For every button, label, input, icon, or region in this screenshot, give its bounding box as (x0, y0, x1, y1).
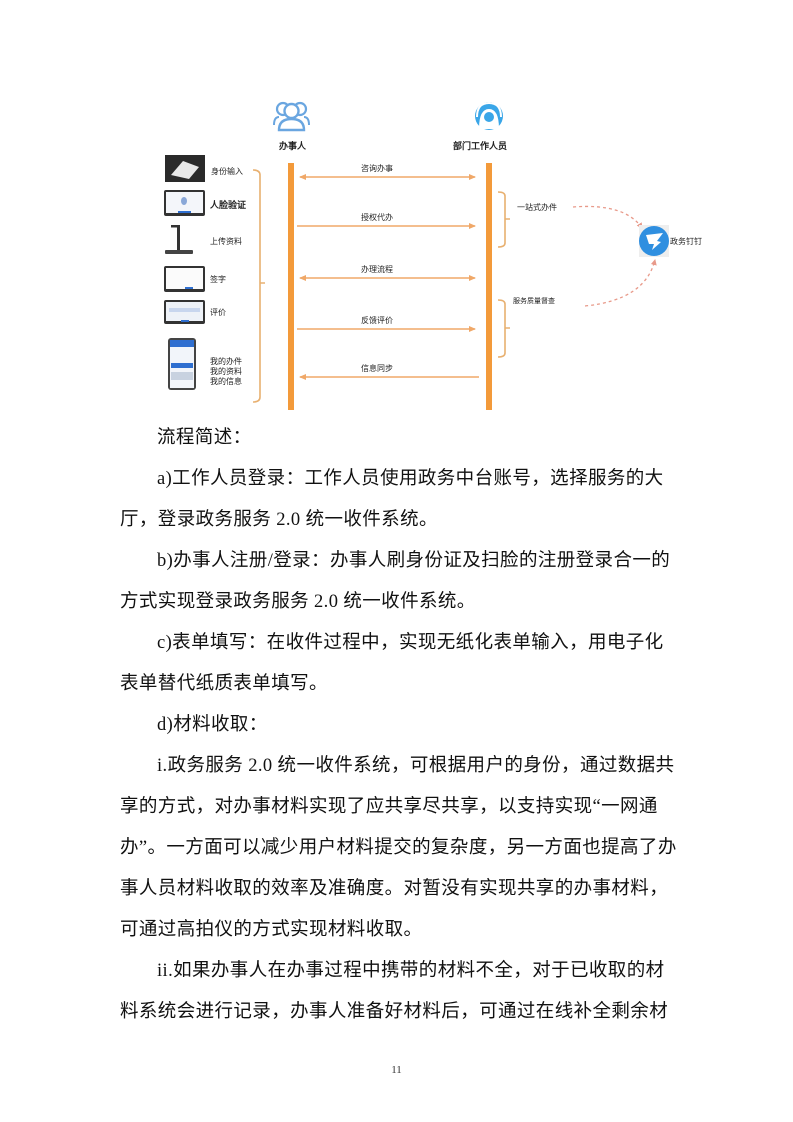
bracket-quality (497, 299, 510, 358)
lifeline-left (288, 163, 294, 410)
paragraph-d-ii: ii.如果办事人在办事过程中携带的材料不全，对于已收取的材料系统会进行记录，办事… (120, 961, 669, 1022)
paragraph-b: b)办事人注册/登录：办事人刷身份证及扫脸的注册登录合一的方式实现登录政务服务 … (120, 551, 671, 612)
process-diagram: 办事人 部门工作人员 身份输入 人脸验证 上传资料 签字 评价 我的办件 我的资… (155, 95, 730, 415)
page-number: 11 (391, 1064, 402, 1076)
document-body: 流程简述： a)工作人员登录：工作人员使用政务中台账号，选择服务的大厅，登录政务… (120, 418, 680, 1033)
device-label-id: 身份输入 (211, 167, 243, 176)
message-consult: 咨询办事 (361, 164, 393, 173)
document-camera-icon (165, 225, 193, 254)
message-authorize: 授权代办 (361, 213, 393, 222)
device-label-face: 人脸验证 (210, 201, 247, 211)
person-group-icon (273, 101, 310, 132)
diagram-graphics (164, 101, 669, 410)
message-feedback: 反馈评价 (361, 316, 393, 325)
tablet-face-verify-icon (164, 190, 205, 216)
paragraph-c: c)表单填写：在收件过程中，实现无纸化表单输入，用电子化表单替代纸质表单填写。 (120, 633, 664, 694)
paragraph-d-i: i.政务服务 2.0 统一收件系统，可根据用户的身份，通过数据共享的方式，对办事… (120, 756, 677, 940)
tablet-rating-icon (164, 300, 205, 324)
group-one-stop: 一站式办件 (517, 203, 557, 212)
lifeline-right (486, 163, 492, 410)
mobile-app-icon (168, 338, 196, 390)
device-label-rate: 评价 (210, 308, 226, 317)
dingtalk-label: 政务钉钉 (670, 237, 702, 246)
device-label-sign: 签字 (210, 275, 226, 284)
paragraph-d: d)材料收取： (157, 715, 268, 735)
actor-applicant-label: 办事人 (279, 142, 307, 152)
message-process: 办理流程 (361, 265, 393, 274)
id-card-scan-icon (165, 155, 205, 182)
actor-staff-label: 部门工作人员 (453, 142, 508, 152)
section-heading: 流程简述： (157, 428, 252, 448)
paragraph-a: a)工作人员登录：工作人员使用政务中台账号，选择服务的大厅，登录政务服务 2.0… (120, 469, 664, 530)
device-label-mobile: 我的办件 我的资料 我的信息 (210, 357, 242, 386)
device-label-upload: 上传资料 (210, 237, 242, 246)
group-quality: 服务质量督查 (513, 297, 555, 305)
message-sync: 信息同步 (361, 364, 393, 373)
bracket-one-stop (497, 191, 510, 248)
left-bracket (252, 169, 265, 403)
service-staff-icon (475, 101, 503, 130)
tablet-sign-icon (164, 266, 205, 292)
